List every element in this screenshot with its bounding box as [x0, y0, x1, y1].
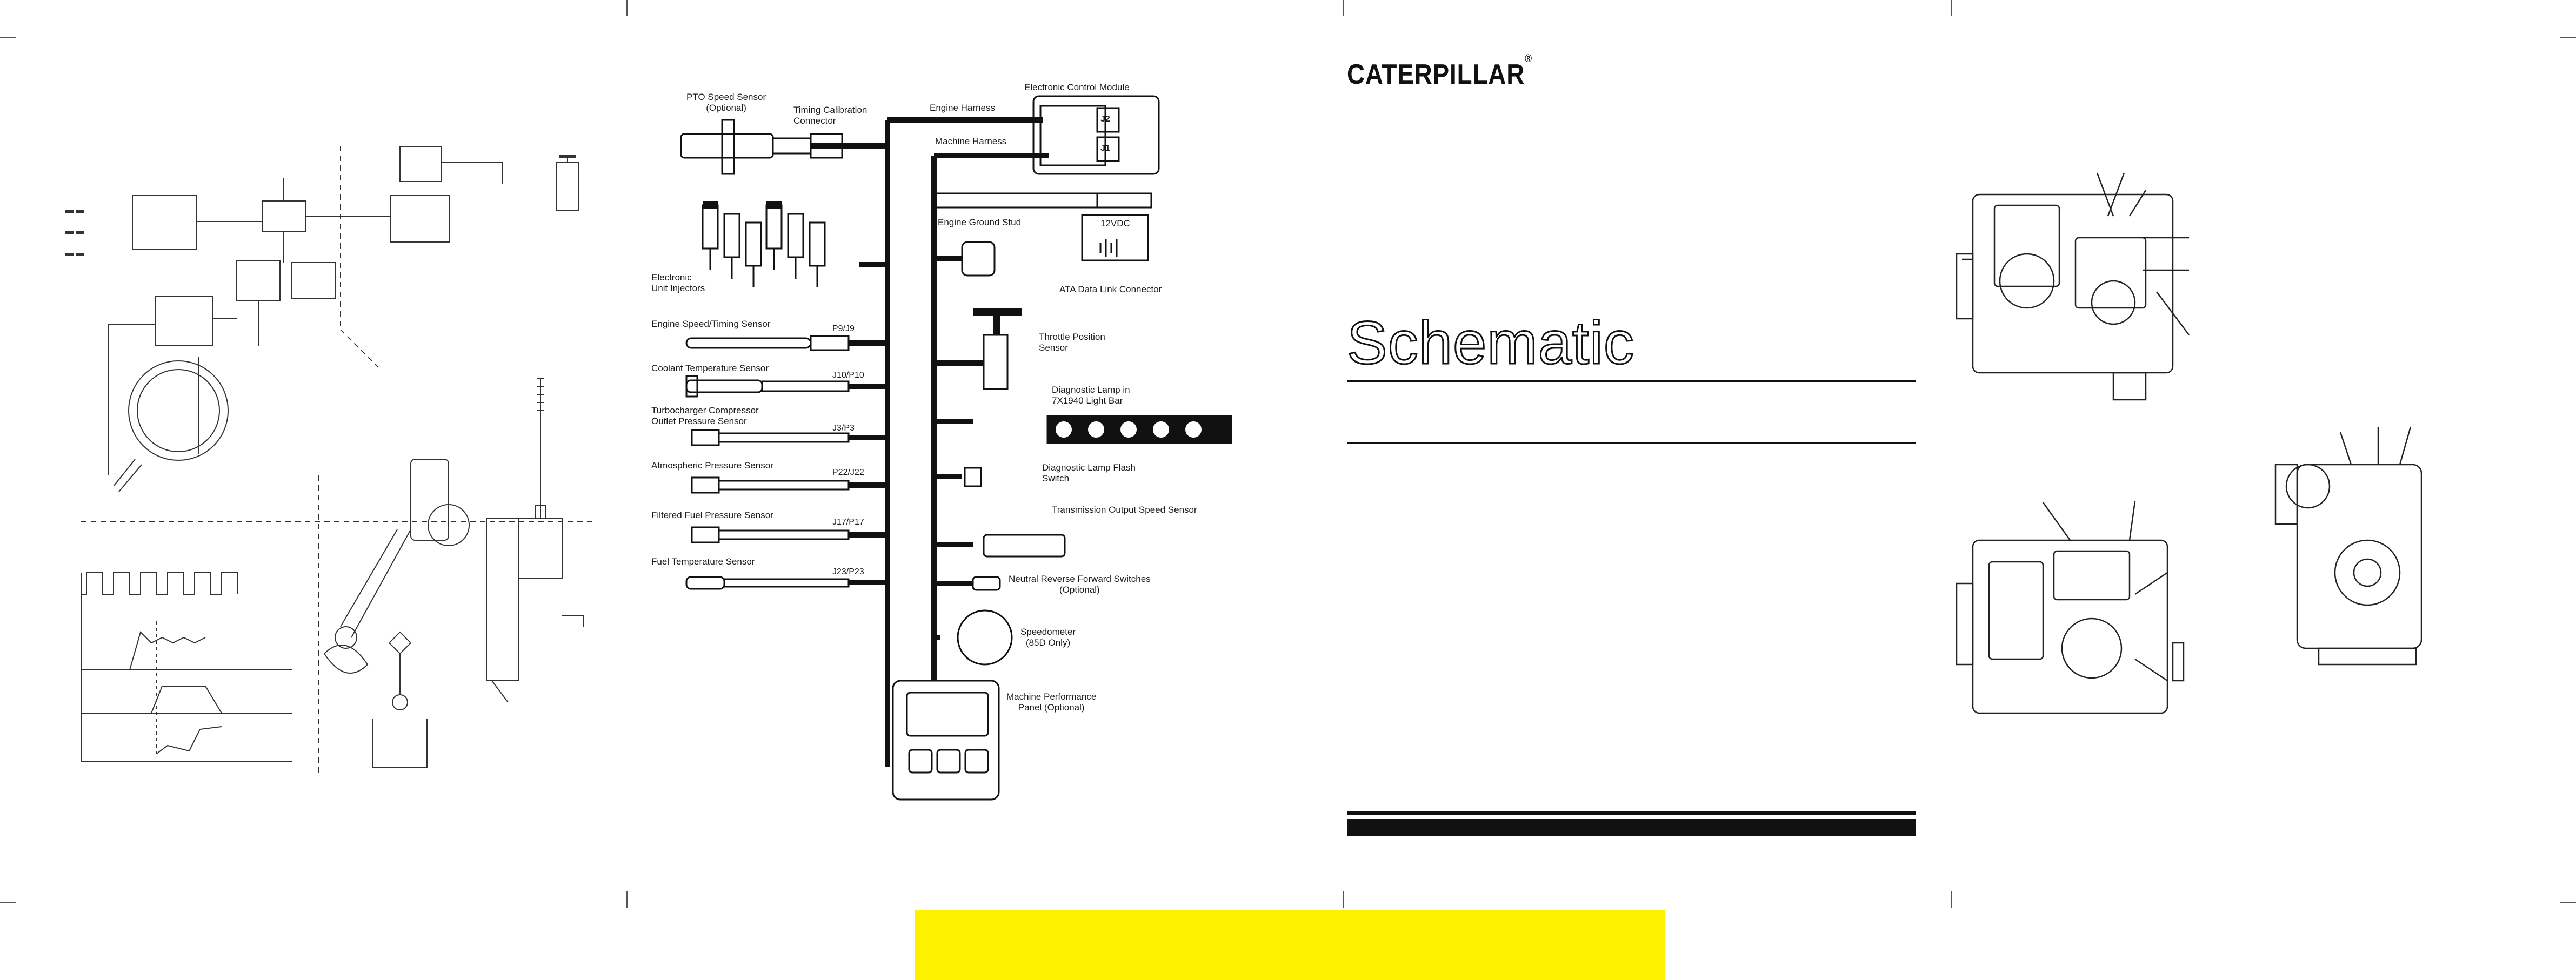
fuel-temperature-connector: J23/P23	[832, 567, 864, 576]
engine-side-view-left	[1956, 501, 2185, 714]
ecm-module	[1032, 95, 1160, 175]
engine-side-view-right	[1956, 172, 2190, 401]
engine-speed-timing-sensor	[685, 337, 812, 349]
speedometer	[957, 609, 1013, 666]
engine-speed-sensor-label: Engine Speed/Timing Sensor	[651, 319, 771, 329]
coolant-sensor-label: Coolant Temperature Sensor	[651, 363, 769, 373]
coolant-connector: J10/P10	[832, 371, 864, 380]
atmospheric-connector: P22/J22	[832, 468, 864, 477]
pto-speed-sensor	[680, 133, 774, 159]
engine-ground-stud-label: Engine Ground Stud	[938, 217, 1022, 227]
timing-pulse-trace	[81, 572, 238, 595]
nrf-switches-label: Neutral Reverse Forward Switches (Option…	[1009, 574, 1151, 595]
transmission-sensor-label: Transmission Output Speed Sensor	[1052, 505, 1197, 515]
diagnostic-light-bar	[1046, 415, 1232, 444]
control-box	[132, 195, 197, 250]
atmospheric-pressure-sensor	[691, 476, 720, 494]
diagnostic-lamp-flash-switch	[964, 467, 982, 487]
transmission-output-speed-sensor	[983, 534, 1066, 558]
ecm-j1-connector	[1096, 136, 1120, 162]
machine-harness-label: Machine Harness	[935, 136, 1007, 146]
valve-box	[399, 146, 442, 182]
unit-injector	[486, 518, 519, 681]
battery-label: 12VDC	[1100, 218, 1130, 229]
turbo-outlet-pressure-sensor	[691, 429, 720, 446]
battery-12vdc	[1081, 214, 1149, 261]
pto-speed-sensor-label: PTO Speed Sensor (Optional)	[686, 92, 766, 113]
ecm-label: Electronic Control Module	[1024, 82, 1130, 92]
title-rule-bottom	[1347, 442, 1916, 444]
module-box	[390, 195, 450, 243]
machine-performance-panel	[892, 680, 1000, 801]
ground-stud-bus	[934, 192, 1152, 209]
timing-calibration-label: Timing Calibration Connector	[793, 105, 867, 126]
engine-front-view	[2274, 426, 2422, 666]
turbo-sensor-label: Turbocharger Compressor Outlet Pressure …	[651, 405, 759, 426]
fuel-system-panel	[0, 0, 627, 980]
engine-illustrations	[1956, 172, 2422, 714]
filtered-fuel-sensor-label: Filtered Fuel Pressure Sensor	[651, 510, 773, 520]
fuel-temperature-sensor-label: Fuel Temperature Sensor	[651, 556, 755, 567]
ecm-j2-label: J2	[1100, 115, 1110, 124]
pump-box	[262, 200, 306, 232]
ecm-j2-connector	[1096, 107, 1120, 133]
ecm-j1-label: J1	[1100, 144, 1110, 153]
throttle-sensor-label: Throttle Position Sensor	[1039, 332, 1105, 353]
footer-rule-thick	[1347, 819, 1916, 836]
yellow-accent-bar	[915, 910, 1665, 980]
atmospheric-sensor-label: Atmospheric Pressure Sensor	[651, 460, 773, 471]
filtered-fuel-pressure-sensor	[691, 526, 720, 543]
diagnostic-lamp-label: Diagnostic Lamp in 7X1940 Light Bar	[1052, 385, 1130, 406]
engine-views-panel	[1951, 0, 2576, 980]
rocker-arm	[410, 459, 449, 541]
wiring-schematic-panel: Electronic Control Module J2 J1 Engine H…	[627, 0, 1343, 980]
pressure-gauge	[128, 360, 229, 461]
electronic-unit-injectors	[702, 204, 826, 287]
engine-speed-connector: P9/J9	[832, 324, 855, 333]
filtered-fuel-connector: J17/P17	[832, 518, 864, 527]
ata-connector-label: ATA Data Link Connector	[1059, 284, 1162, 294]
throttle-position-sensor	[983, 334, 1009, 390]
fuel-system-diagram	[65, 146, 595, 773]
speedometer-label: Speedometer (85D Only)	[1020, 627, 1076, 648]
injector-driver-box	[155, 296, 213, 346]
ata-data-link-connector	[961, 241, 996, 277]
injectors-label: Electronic Unit Injectors	[651, 272, 705, 293]
sensor-box	[236, 260, 281, 301]
caterpillar-logo: CATERPILLAR®	[1347, 52, 1532, 90]
cover-title: Schematic	[1346, 308, 1635, 378]
wiring-diagram	[680, 95, 1232, 801]
relay-box	[291, 262, 336, 299]
title-rule-top	[1347, 380, 1916, 382]
flash-switch-label: Diagnostic Lamp Flash Switch	[1042, 462, 1136, 484]
filter-element	[388, 631, 412, 655]
engine-harness-label: Engine Harness	[930, 103, 995, 113]
turbo-connector: J3/P3	[832, 424, 855, 433]
filter-cartridge	[556, 162, 579, 211]
neutral-reverse-forward-switches	[972, 576, 1001, 591]
performance-panel-label: Machine Performance Panel (Optional)	[1006, 692, 1097, 713]
timing-calibration-connector	[810, 133, 843, 159]
fuel-temperature-sensor	[685, 576, 725, 590]
footer-rule-thin	[1347, 811, 1916, 815]
